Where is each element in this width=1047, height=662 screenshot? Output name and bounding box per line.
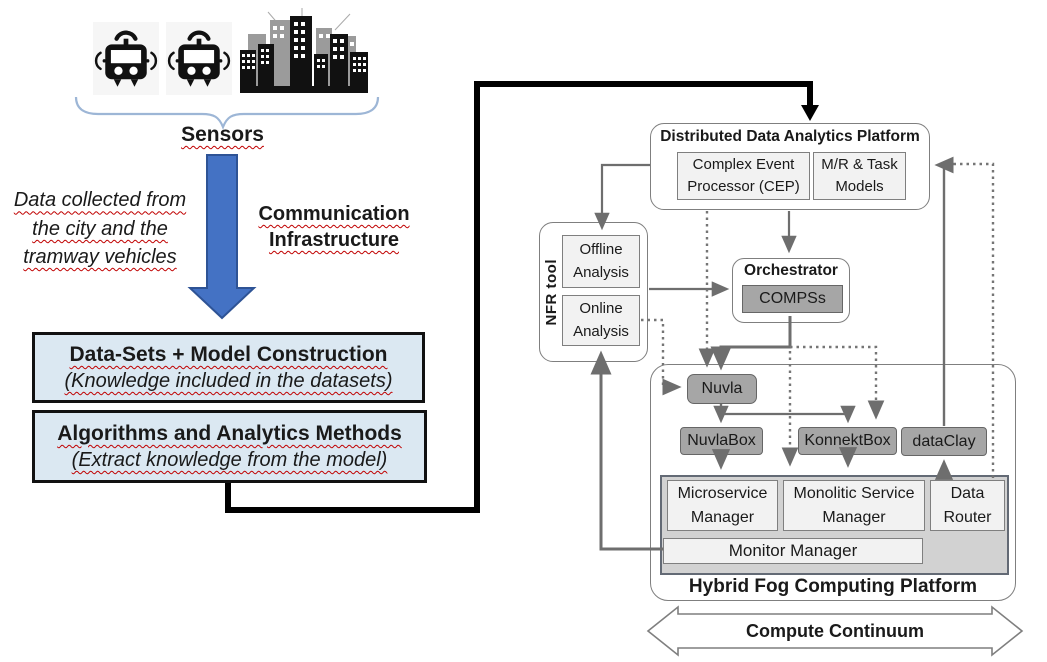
datasets-box-title: Data-Sets + Model Construction — [69, 342, 388, 366]
communication-infrastructure-label: Communication Infrastructure — [258, 203, 410, 251]
offline-analysis-box: Offline Analysis — [562, 235, 640, 288]
nfr-tool-label: NFR tool — [542, 258, 560, 326]
ddap-to-offline-connector — [594, 163, 650, 231]
mr-task-models-box: M/R & Task Models — [813, 152, 906, 200]
ddap-title: Distributed Data Analytics Platform — [660, 127, 920, 145]
compute-continuum-label: Compute Continuum — [746, 620, 924, 641]
black-connector-arrowhead — [801, 105, 819, 121]
datasets-model-box: Data-Sets + Model Construction (Knowledg… — [32, 332, 425, 403]
city-skyline-svg — [240, 8, 368, 93]
compute-continuum-arrow — [644, 603, 1026, 659]
sensors-label-text: Sensors — [181, 123, 264, 146]
data-collected-note: Data collected from the city and the tra… — [13, 189, 187, 269]
compss-box: COMPSs — [742, 285, 843, 313]
tram-icon-svg — [94, 30, 158, 87]
orchestrator-title: Orchestrator — [744, 262, 838, 279]
tram-icon — [166, 22, 232, 95]
algorithms-box-subtitle: (Extract knowledge from the model) — [71, 449, 388, 472]
sensors-label: Sensors — [150, 122, 295, 148]
algorithms-box-title: Algorithms and Analytics Methods — [57, 421, 402, 445]
compute-continuum-shape — [646, 605, 1024, 657]
dataclay-box: dataClay — [901, 427, 987, 456]
data-router-box: Data Router — [930, 480, 1005, 531]
algorithms-box: Algorithms and Analytics Methods (Extrac… — [32, 410, 427, 483]
microservice-manager-box: Microservice Manager — [667, 480, 778, 531]
cep-box: Complex Event Processor (CEP) — [677, 152, 810, 200]
datasets-box-subtitle: (Knowledge included in the datasets) — [64, 370, 393, 393]
fog-platform-title: Hybrid Fog Computing Platform — [688, 576, 978, 597]
nuvla-box: Nuvla — [687, 374, 757, 404]
tram-icon — [93, 22, 159, 95]
monolitic-service-manager-box: Monolitic Service Manager — [783, 480, 925, 531]
online-analysis-box: Online Analysis — [562, 295, 640, 346]
tram-icon-svg — [167, 30, 231, 87]
monitor-manager-box: Monitor Manager — [663, 538, 923, 564]
konnektbox-box: KonnektBox — [798, 427, 897, 455]
nuvlabox-box: NuvlaBox — [680, 427, 763, 455]
city-skyline-icon — [240, 8, 368, 96]
compss-to-nuvla-connector — [710, 316, 792, 371]
